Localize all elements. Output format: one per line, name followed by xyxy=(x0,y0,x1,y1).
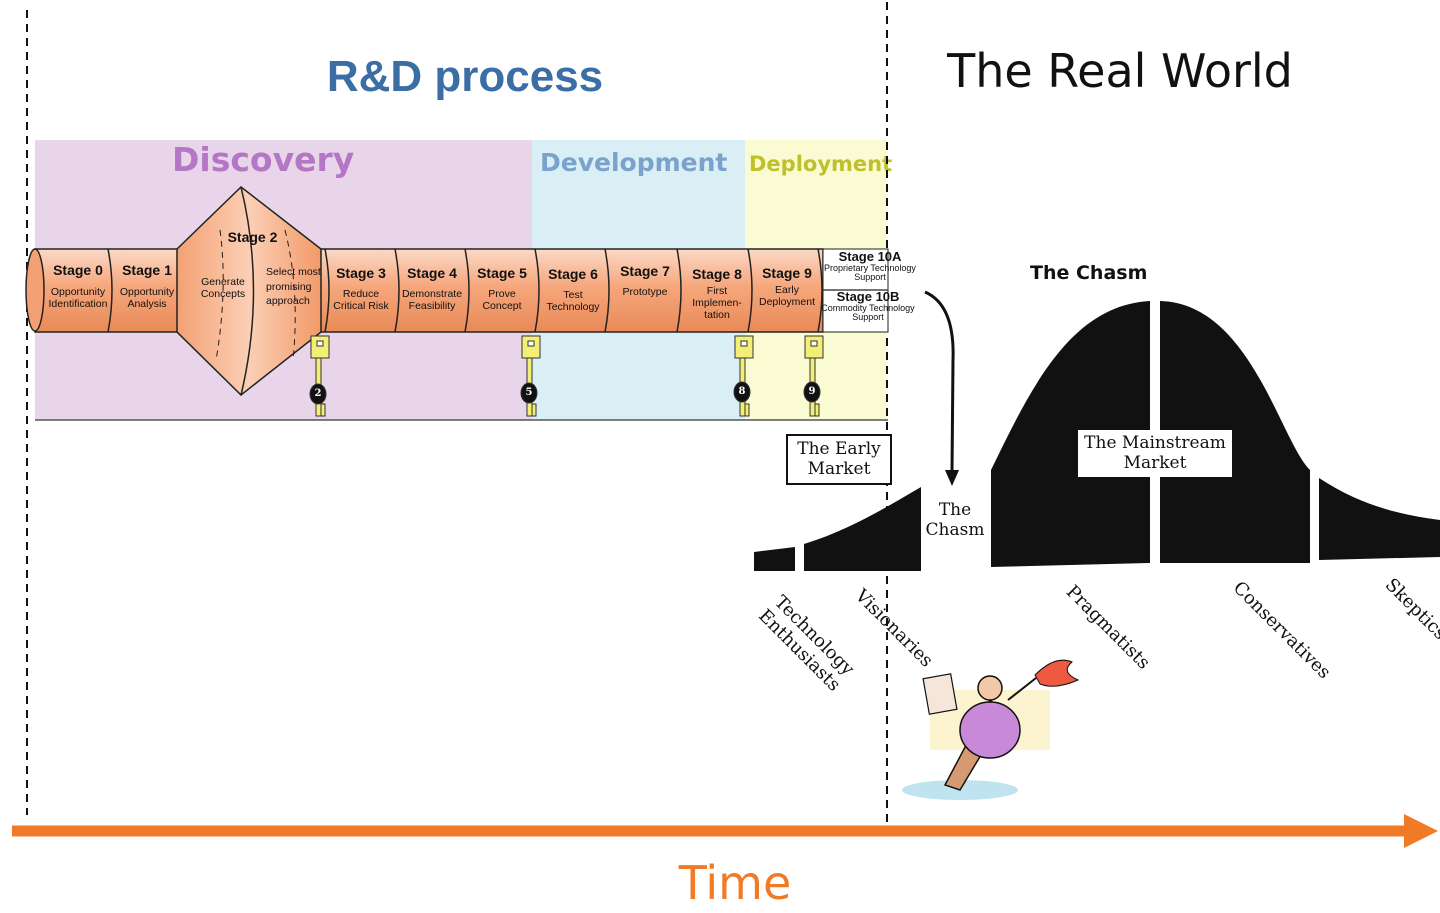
gate-key-5 xyxy=(520,335,541,417)
discovery-label: Discovery xyxy=(172,140,355,179)
early-market-box: The Early Market xyxy=(786,434,892,486)
chasm-title: The Chasm xyxy=(1030,262,1148,284)
gate-number-8: 8 xyxy=(738,386,746,397)
pipe-body xyxy=(34,248,824,333)
real-world-title: The Real World xyxy=(947,44,1293,98)
gate-number-5: 5 xyxy=(525,387,533,398)
mainstream-market-box: The Mainstream Market xyxy=(1078,430,1232,478)
chasm-label: The Chasm xyxy=(925,500,985,541)
falling-figure-illustration xyxy=(902,659,1080,800)
pipe-end xyxy=(25,248,45,332)
gate-key-9 xyxy=(803,335,824,417)
gate-key-8 xyxy=(733,335,754,417)
adoption-curve xyxy=(754,301,1440,571)
stage-2-select: Select most promising approach xyxy=(266,266,321,308)
time-arrowhead xyxy=(1404,814,1438,848)
chasm-arrow xyxy=(924,290,955,473)
stage-2-generate: Generate Concepts xyxy=(200,276,246,301)
gate-number-2: 2 xyxy=(314,388,322,399)
gate-number-9: 9 xyxy=(808,386,816,397)
rd-process-title: R&D process xyxy=(326,52,604,101)
development-label: Development xyxy=(540,148,728,177)
stage-2: Stage 2 xyxy=(227,229,278,245)
deployment-label: Deployment xyxy=(749,152,893,176)
gate-key-2 xyxy=(309,335,330,417)
time-label: Time xyxy=(678,856,792,910)
